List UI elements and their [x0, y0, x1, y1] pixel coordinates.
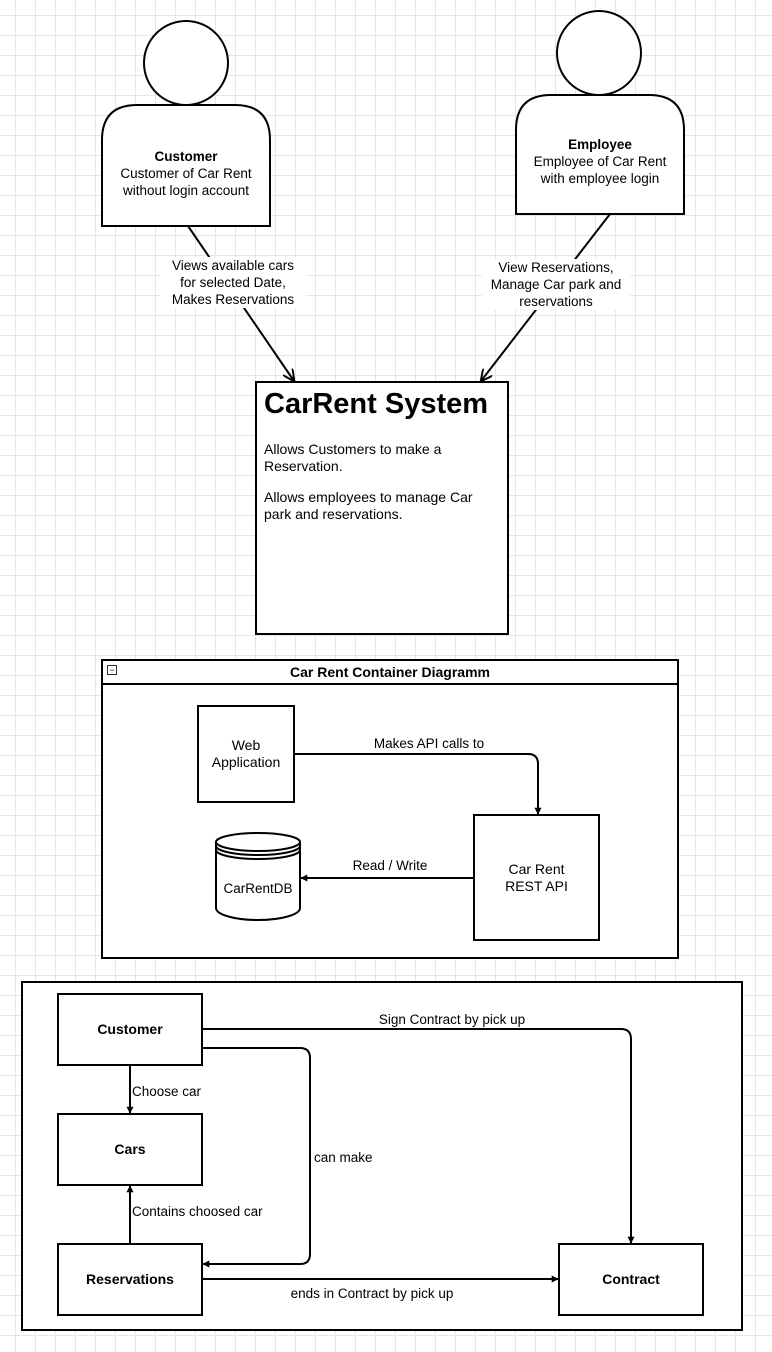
web-application-label: Web Application: [211, 737, 281, 770]
container-frame-title: Car Rent Container Diagramm: [290, 664, 490, 680]
flow-reservations-label: Reservations: [86, 1271, 174, 1287]
rest-api-label-line1: Car Rent: [508, 860, 565, 877]
employee-desc-line1: Employee of Car Rent: [533, 154, 667, 169]
edge-choose-label: Choose car: [132, 1084, 202, 1099]
edge-can-make-label: can make: [314, 1149, 384, 1166]
employee-edge-line1: View Reservations,: [498, 260, 614, 275]
customer-desc-line1: Customer of Car Rent: [120, 166, 252, 181]
flow-cars-box[interactable]: [57, 1113, 203, 1186]
edge-sign-contract[interactable]: [202, 1028, 635, 1244]
flow-contract-label: Contract: [602, 1271, 660, 1287]
rest-api-label-line2: REST API: [505, 877, 568, 894]
employee-edge-line3: reservations: [519, 294, 593, 309]
carrentdb-cylinder[interactable]: [215, 832, 301, 921]
collapse-icon[interactable]: −: [107, 665, 117, 675]
employee-edge-line2: Manage Car park and: [490, 277, 622, 292]
customer-edge-line1: Views available cars: [171, 258, 295, 273]
edge-contains-label: Contains choosed car: [132, 1204, 263, 1219]
flow-reservations-box[interactable]: [57, 1243, 203, 1316]
edge-sign-label: Sign Contract by pick up: [378, 1012, 526, 1027]
system-title: CarRent System: [264, 388, 489, 420]
customer-edge-line3: Makes Reservations: [171, 292, 295, 307]
customer-actor-shape[interactable]: [101, 20, 271, 227]
web-application-box[interactable]: [197, 705, 295, 803]
edge-can-make[interactable]: [202, 1047, 311, 1268]
edge-api-label: Makes API calls to: [373, 736, 485, 751]
employee-name: Employee: [568, 137, 632, 152]
rest-api-label: Car Rent REST API: [475, 816, 598, 939]
edge-ends-label: ends in Contract by pick up: [290, 1286, 454, 1301]
edge-db-label: Read / Write: [352, 858, 428, 873]
customer-desc-line2: without login account: [122, 183, 250, 198]
employee-actor-shape[interactable]: [515, 10, 685, 215]
employee-edge-label: View Reservations, Manage Car park and r…: [482, 259, 630, 310]
customer-edge-line2: for selected Date,: [180, 275, 286, 290]
employee-desc-line2: with employee login: [540, 171, 660, 186]
system-desc-2: Allows employees to manage Car park and …: [264, 489, 473, 522]
carrent-system-box[interactable]: [255, 381, 509, 635]
system-desc-1: Allows Customers to make a Reservation.: [264, 441, 442, 474]
carrentdb-label: CarRentDB: [223, 881, 293, 896]
employee-actor-label: Employee Employee of Car Rent with emplo…: [518, 136, 682, 187]
customer-actor-label: Customer Customer of Car Rent without lo…: [104, 148, 268, 199]
flow-cars-label: Cars: [114, 1141, 146, 1157]
flow-customer-box[interactable]: [57, 993, 203, 1066]
flow-contract-box[interactable]: [558, 1243, 704, 1316]
edge-webapp-api[interactable]: [294, 753, 542, 815]
customer-edge-label: Views available cars for selected Date, …: [160, 257, 306, 308]
customer-name: Customer: [154, 149, 218, 164]
flow-customer-label: Customer: [97, 1021, 163, 1037]
